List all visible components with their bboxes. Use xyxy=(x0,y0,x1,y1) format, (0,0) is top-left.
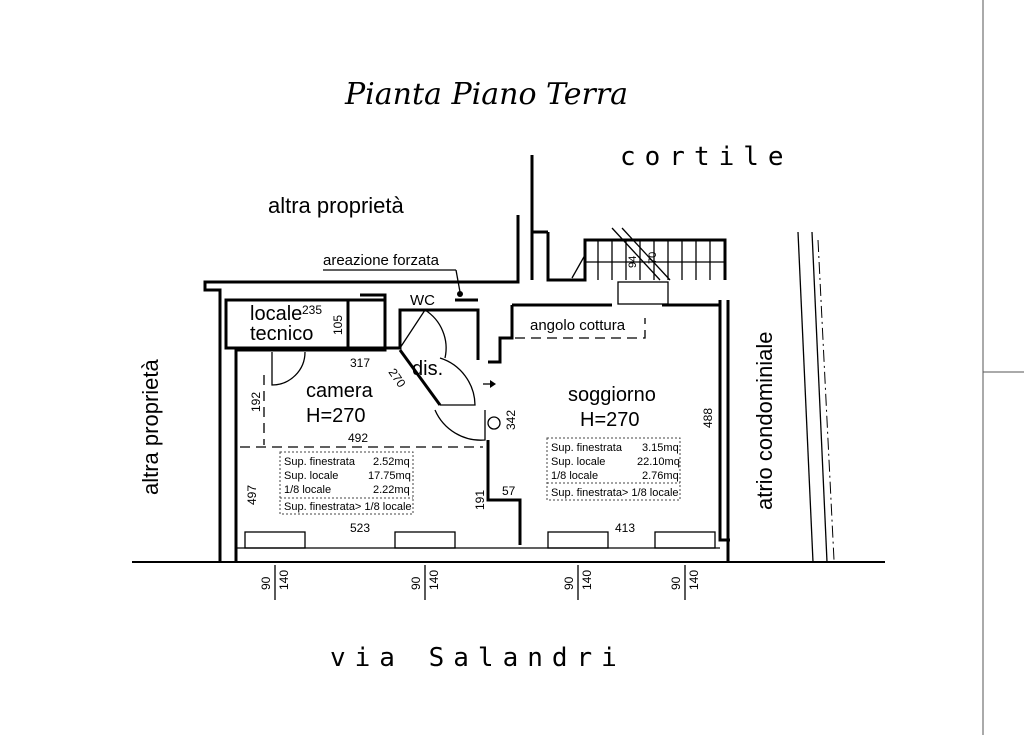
dim-317: 317 xyxy=(350,356,370,370)
dim-492: 492 xyxy=(348,431,368,445)
door-soggiorno xyxy=(434,409,486,441)
window-niche-1 xyxy=(244,531,306,549)
camera-table-footer: Sup. finestrata> 1/8 locale xyxy=(284,501,412,513)
soggiorno-left-wall xyxy=(488,305,514,364)
stair-wall xyxy=(546,232,727,282)
label-atrio-condominiale: atrio condominiale xyxy=(752,331,777,510)
label-areazione-forzata: areazione forzata xyxy=(323,252,440,269)
inner-wall-camera xyxy=(234,293,387,562)
dim-192: 192 xyxy=(249,392,263,412)
dim-window-2-b: 140 xyxy=(427,570,441,590)
window-niche-2 xyxy=(394,531,456,549)
door-dis xyxy=(439,357,476,406)
angolo-cottura-outline xyxy=(515,318,646,339)
dim-70: 70 xyxy=(647,252,659,264)
room-locale-tecnico-line1: locale xyxy=(250,303,302,325)
column-marker xyxy=(487,416,501,430)
plan-title: Pianta Piano Terra xyxy=(344,77,628,112)
soggiorno-table-row2-value: 22.10mq xyxy=(637,456,680,468)
label-cortile: cortile xyxy=(620,142,793,172)
soggiorno-table-footer: Sup. finestrata> 1/8 locale xyxy=(551,487,679,499)
arrow-head xyxy=(490,380,496,388)
dim-342: 342 xyxy=(504,410,518,430)
wc-walls xyxy=(346,300,480,360)
soggiorno-lower-left-wall xyxy=(486,440,522,545)
soggiorno-table-row1-label: Sup. finestrata xyxy=(551,442,623,454)
camera-table-row1-label: Sup. finestrata xyxy=(284,456,356,468)
dimension-lines xyxy=(240,375,483,448)
dim-497: 497 xyxy=(245,485,259,505)
dim-window-1-a: 90 xyxy=(259,576,273,590)
dim-window-4-a: 90 xyxy=(669,576,683,590)
vent-marker xyxy=(457,291,463,297)
room-wc: WC xyxy=(410,292,435,309)
window-dimensions xyxy=(274,565,686,600)
dim-105: 105 xyxy=(331,315,345,335)
dim-57: 57 xyxy=(502,484,516,498)
window-niche-3 xyxy=(547,531,609,549)
dim-270: 270 xyxy=(386,366,409,391)
camera-table-row2-value: 17.75mq xyxy=(368,470,411,482)
atrio-axis xyxy=(817,239,835,561)
dis-wall xyxy=(398,349,442,406)
camera-table-row2-label: Sup. locale xyxy=(284,470,338,482)
room-soggiorno-name: soggiorno xyxy=(568,384,656,406)
camera-ratio-table: Sup. finestrata 2.52mq Sup. locale 17.75… xyxy=(279,451,414,515)
camera-table-row3-label: 1/8 locale xyxy=(284,484,331,496)
room-soggiorno-height: H=270 xyxy=(580,409,640,431)
camera-table-row1-value: 2.52mq xyxy=(373,456,410,468)
dim-window-4-b: 140 xyxy=(687,570,701,590)
dim-235: 235 xyxy=(302,303,322,317)
soggiorno-table-row3-value: 2.76mq xyxy=(642,470,679,482)
dim-window-3-b: 140 xyxy=(580,570,594,590)
room-camera-name: camera xyxy=(306,380,374,402)
label-altra-proprieta-left: altra proprietà xyxy=(138,358,163,495)
label-via-salandri: via Salandri xyxy=(330,643,626,673)
room-locale-tecnico-line2: tecnico xyxy=(250,323,313,345)
soggiorno-ratio-table: Sup. finestrata 3.15mq Sup. locale 22.10… xyxy=(546,437,681,501)
areazione-leader xyxy=(455,269,461,293)
dim-191: 191 xyxy=(473,490,487,510)
soggiorno-table-row2-label: Sup. locale xyxy=(551,456,605,468)
dim-94: 94 xyxy=(627,256,639,268)
label-altra-proprieta-top: altra proprietà xyxy=(268,193,405,218)
soggiorno-table-row3-label: 1/8 locale xyxy=(551,470,598,482)
outer-wall-left-top xyxy=(203,215,520,562)
dim-488: 488 xyxy=(701,408,715,428)
dim-523: 523 xyxy=(350,521,370,535)
room-camera-height: H=270 xyxy=(306,405,366,427)
dim-window-1-b: 140 xyxy=(277,570,291,590)
camera-table-row3-value: 2.22mq xyxy=(373,484,410,496)
door-wc xyxy=(399,309,447,359)
dim-window-2-a: 90 xyxy=(409,576,423,590)
window-niche-4 xyxy=(654,531,716,549)
dim-413: 413 xyxy=(615,521,635,535)
atrio-wall-left-2 xyxy=(811,231,828,563)
staircase xyxy=(571,227,725,305)
door-camera xyxy=(271,351,306,386)
atrio-wall-left xyxy=(797,231,814,563)
soggiorno-table-row1-value: 3.15mq xyxy=(642,442,679,454)
room-angolo-cottura: angolo cottura xyxy=(530,317,626,334)
dim-window-3-a: 90 xyxy=(562,576,576,590)
room-dis: dis. xyxy=(412,358,443,380)
